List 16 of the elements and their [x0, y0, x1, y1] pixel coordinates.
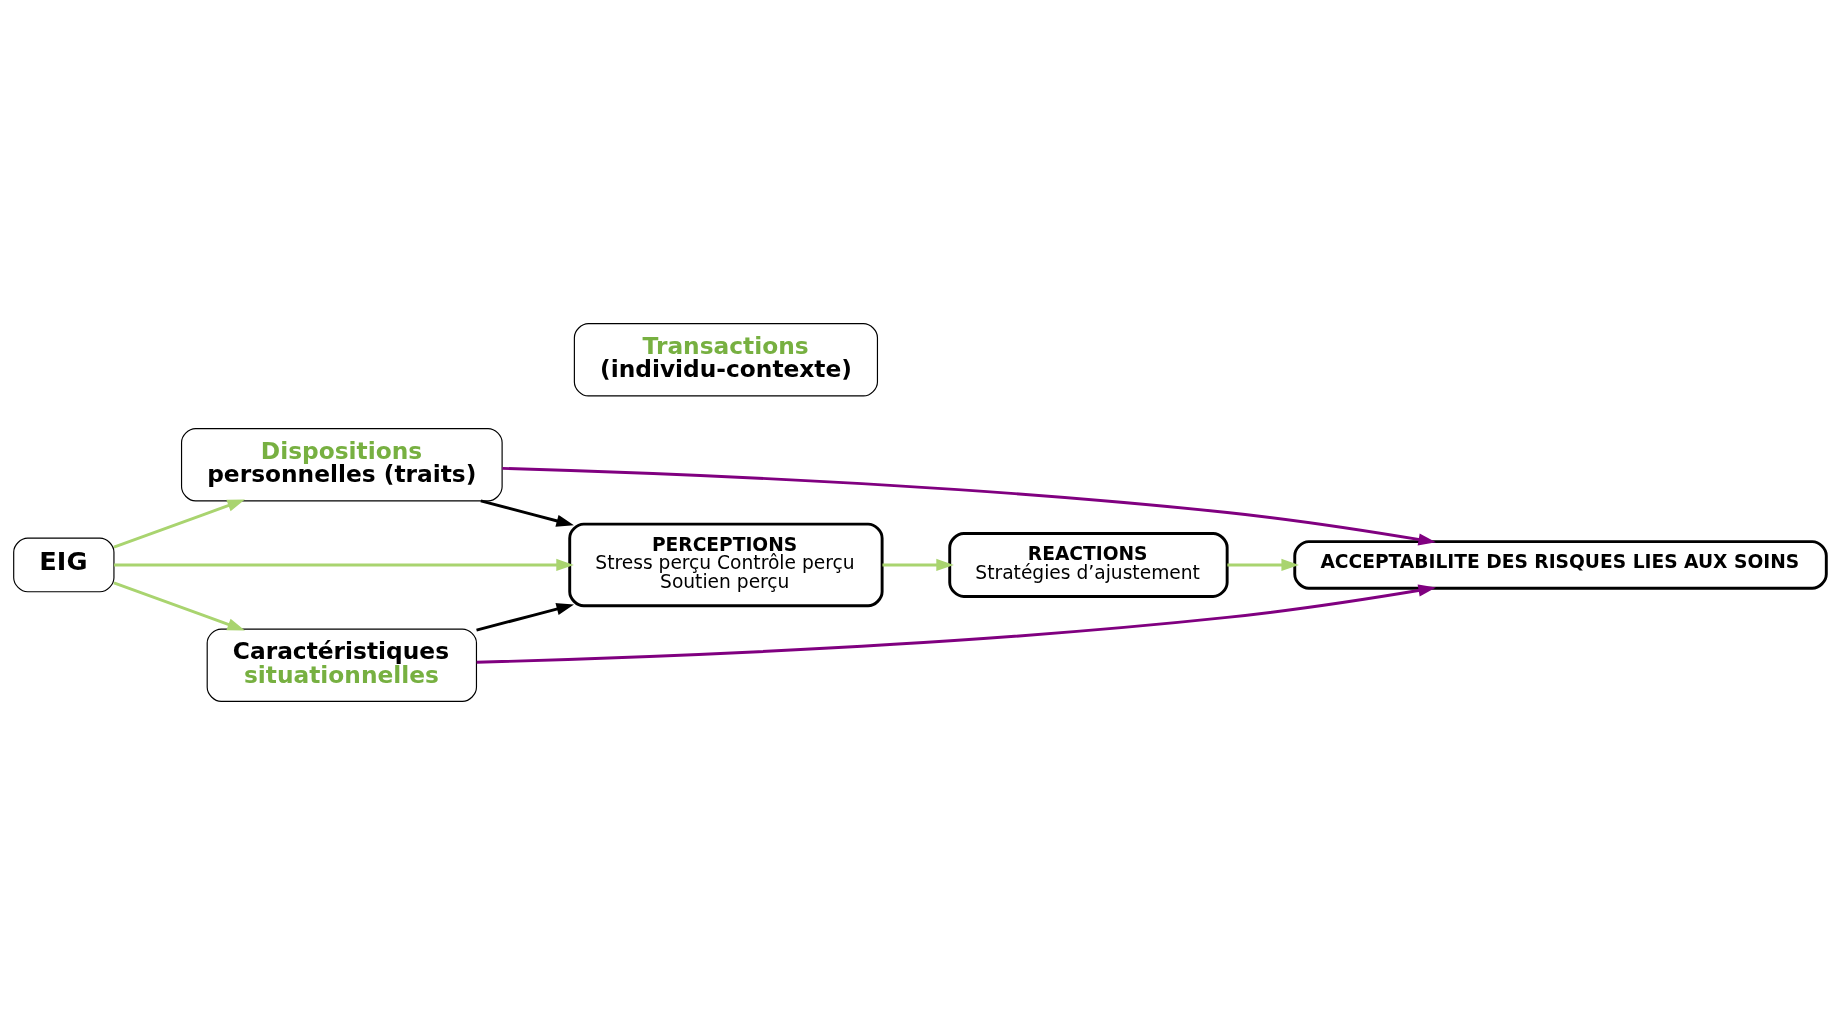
- node-box: Caractéristiques situationnelles: [206, 628, 478, 702]
- arrow: [113, 580, 245, 630]
- arrow: [480, 499, 574, 527]
- arrow: [476, 583, 1436, 664]
- node-box: PERCEPTIONS Stress perçu Contrôle perçu Soutien perçu: [568, 522, 884, 607]
- node-box: REACTIONS Stratégies d’ajustement: [948, 531, 1229, 598]
- node-box: Dispositions personnelles (traits): [180, 427, 503, 501]
- node-box: Transactions (individu-contexte): [573, 322, 879, 396]
- arrow: [113, 499, 245, 548]
- arrow: [476, 602, 574, 632]
- arrow: [1227, 558, 1299, 571]
- node-box: ACCEPTABILITE DES RISQUES LIES AUX SOINS: [1293, 539, 1828, 590]
- arrow: [882, 558, 954, 571]
- arrow: [502, 466, 1436, 545]
- node-box: EIG: [13, 537, 115, 592]
- arrow: [114, 558, 574, 571]
